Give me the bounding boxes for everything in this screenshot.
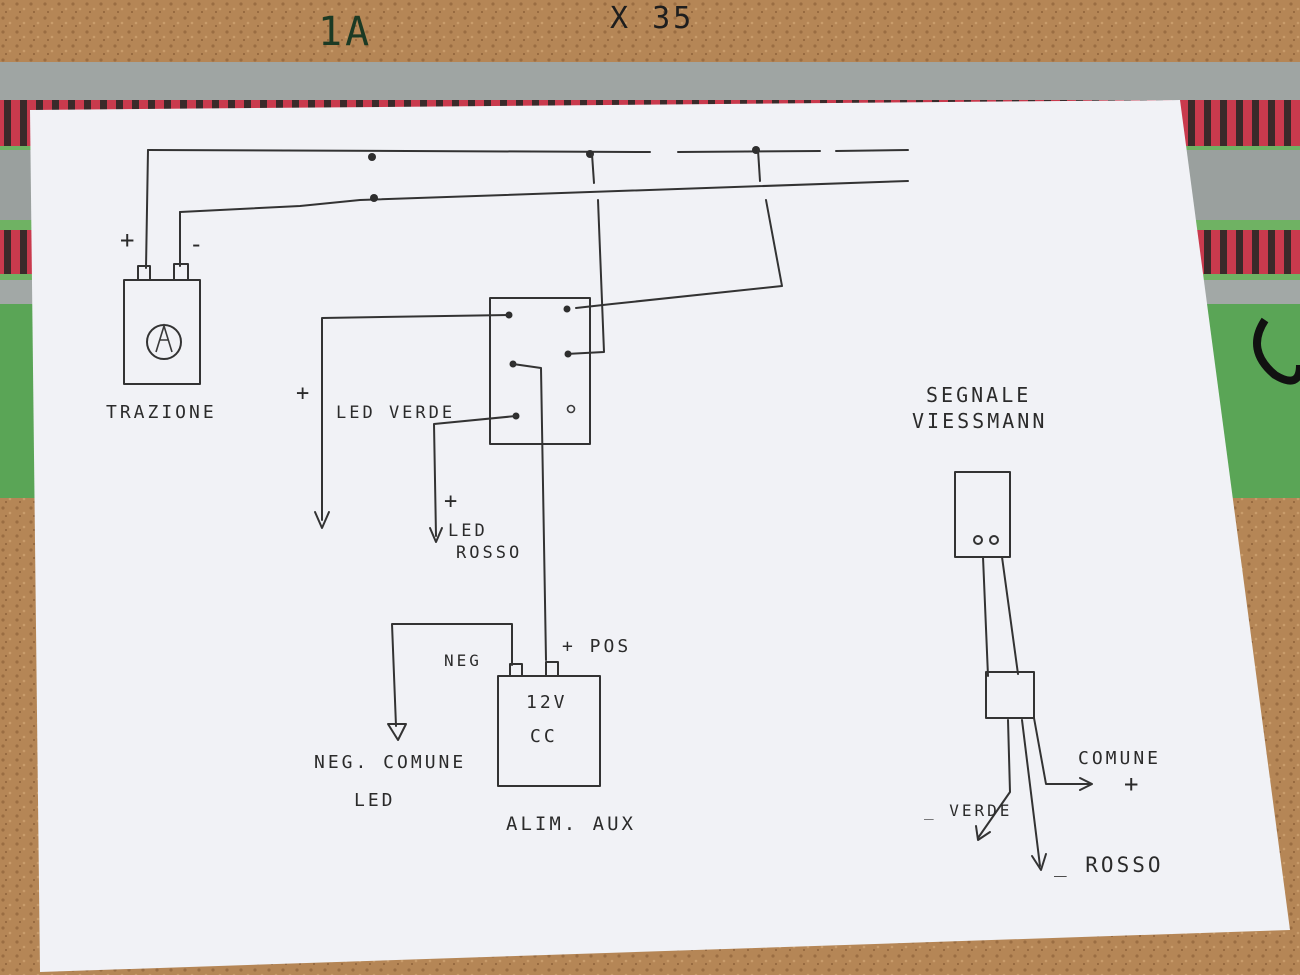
signal-connector [985, 671, 1035, 719]
led-rosso-wire [433, 415, 517, 537]
led-verde-wire [321, 314, 510, 521]
arrow-right-icon [1079, 777, 1093, 791]
arrow-down-icon [429, 527, 443, 543]
feed-wire-to-relay [565, 199, 605, 355]
relay-plus-label: + [296, 381, 312, 406]
segnale-label-2: VIESSMANN [912, 409, 1047, 433]
wiring-diagram: + - TRAZIONE + LED VERDE + LED ROSSO [106, 146, 1164, 877]
rosso-wire [1021, 719, 1041, 867]
arrow-down-icon [387, 723, 407, 741]
neg-label: NEG [444, 651, 482, 670]
relay-pin [563, 305, 571, 313]
trazione-lead-plus [145, 149, 149, 269]
relay-box [489, 297, 591, 445]
cork-mark-2: X 35 [610, 1, 694, 36]
trazione-label: TRAZIONE [106, 402, 217, 423]
brand-logo-icon [155, 323, 173, 353]
aux-psu-box [497, 675, 601, 787]
trazione-minus-label: - [189, 230, 206, 258]
signal-lamp [973, 535, 983, 545]
rosso-label: _ ROSSO [1054, 853, 1164, 877]
bus-wire-top-seg2 [677, 150, 821, 153]
relay-pin [564, 350, 572, 358]
led-rosso-plus-label: + [444, 489, 460, 514]
cork-mark-1: 1A [318, 9, 372, 55]
comune-wire [1033, 717, 1091, 785]
bus-drop-2 [757, 149, 761, 182]
pos-label: + POS [562, 636, 631, 657]
comune-label: COMUNE [1078, 748, 1161, 769]
signal-mast [982, 556, 1019, 677]
led-rosso-label-1: LED [448, 521, 488, 541]
alim-aux-label: ALIM. AUX [506, 813, 636, 835]
comune-plus-label: + [1124, 770, 1141, 798]
relay-pin [566, 404, 576, 414]
junction-dot [368, 153, 376, 161]
bus-wire-top [147, 149, 651, 153]
segnale-label-1: SEGNALE [926, 383, 1031, 407]
trazione-box [123, 279, 201, 385]
led-rosso-label-2: ROSSO [456, 543, 522, 563]
arrow-down-icon [975, 825, 991, 841]
verde-label: _ VERDE [924, 801, 1012, 820]
neg-wire [391, 623, 513, 727]
arrow-down-icon [314, 511, 330, 529]
verde-wire [977, 719, 1011, 839]
bus-wire-bottom [179, 180, 909, 213]
neg-comune-label-1: NEG. COMUNE [314, 752, 466, 773]
paper-sheet [30, 100, 1290, 972]
arrow-down-icon [1031, 853, 1047, 871]
neg-comune-label-2: LED [354, 790, 396, 811]
led-verde-label: LED VERDE [336, 403, 455, 423]
track-feed-wire [575, 199, 783, 309]
trazione-plus-label: + [120, 226, 137, 254]
psu-voltage-label: 12V [526, 692, 568, 713]
junction-dot [370, 194, 378, 202]
bus-drop-1 [591, 153, 595, 184]
coil-wire [512, 363, 547, 661]
bus-wire-top-seg3 [835, 149, 909, 152]
signal-lamp [989, 535, 999, 545]
psu-type-label: CC [530, 726, 558, 747]
